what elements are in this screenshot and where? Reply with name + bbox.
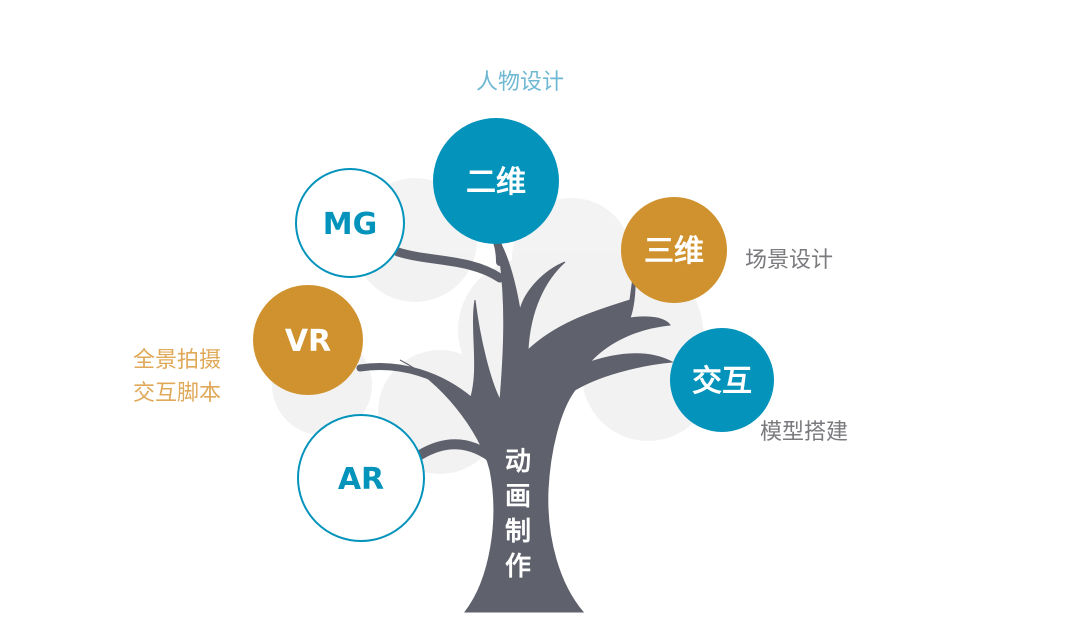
node-vr: VR (253, 285, 363, 395)
label-character-design: 人物设计 (476, 70, 565, 95)
trunk-label: 动 画 制 作 (505, 447, 531, 582)
node-ar: AR (297, 414, 425, 542)
trunk-char: 画 (505, 482, 531, 512)
node-label: 三维 (644, 234, 704, 269)
tree-trunk (356, 221, 674, 613)
label-panorama-line2: 交互脚本 (133, 381, 222, 406)
label-scene-design: 场景设计 (745, 248, 834, 273)
node-erwei: 二维 (433, 118, 559, 244)
label-model-building: 模型搭建 (760, 420, 849, 445)
node-sanwei: 三维 (621, 197, 727, 303)
node-label: VR (285, 324, 331, 359)
node-jiaohu: 交互 (670, 328, 774, 432)
node-label: 二维 (466, 165, 526, 200)
label-panorama-line1: 全景拍摄 (133, 348, 222, 373)
node-label: MG (323, 207, 377, 242)
trunk-char: 作 (505, 552, 531, 582)
node-mg: MG (295, 168, 405, 278)
trunk-char: 制 (505, 517, 531, 547)
node-label: 交互 (692, 364, 752, 399)
node-label: AR (338, 462, 384, 497)
trunk-char: 动 (505, 447, 531, 477)
